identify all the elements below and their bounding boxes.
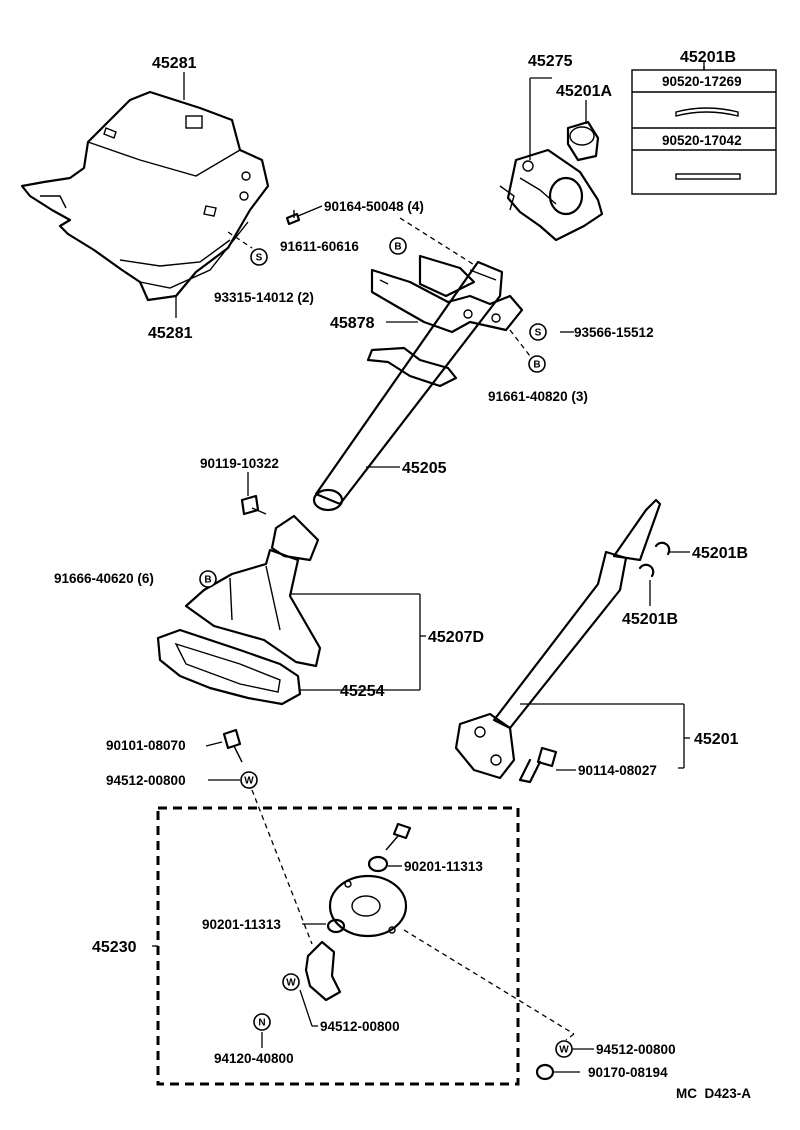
svg-text:S: S	[535, 328, 542, 339]
badge-w-94512-top: W	[240, 771, 258, 789]
clamp-band	[366, 346, 458, 388]
key-cylinder-45201A	[566, 120, 600, 162]
bolt-upper-icon	[385, 822, 412, 851]
label-90164: 90164-50048 (4)	[324, 199, 424, 214]
clip-45201B-upper	[654, 541, 671, 556]
svg-text:S: S	[256, 253, 263, 264]
label-94512-mid: 94512-00800	[320, 1019, 400, 1034]
shim-flat-icon	[675, 173, 741, 180]
label-91661: 91661-40820 (3)	[488, 389, 588, 404]
svg-text:B: B	[394, 242, 401, 253]
label-45230: 45230	[92, 939, 137, 956]
badge-n-94120: N	[253, 1013, 271, 1031]
label-90520-17269: 90520-17269	[662, 74, 742, 89]
label-45201A: 45201A	[556, 83, 612, 100]
column-tube-45205	[312, 260, 504, 512]
footer-code: MC D423-A	[676, 1086, 751, 1101]
svg-text:W: W	[559, 1045, 569, 1056]
label-93566: 93566-15512	[574, 325, 654, 340]
badge-w-94512-mid: W	[282, 973, 300, 991]
svg-text:W: W	[244, 776, 254, 787]
label-90119: 90119-10322	[200, 456, 279, 471]
badge-s-93566: S	[529, 323, 547, 341]
gasket-45254	[156, 628, 302, 706]
yoke-icon	[304, 940, 342, 1002]
bolt-90114-icon	[518, 746, 558, 784]
dashed-lines	[227, 217, 575, 1041]
svg-text:W: W	[286, 978, 296, 989]
label-45207D: 45207D	[428, 629, 484, 646]
label-45201: 45201	[694, 731, 739, 748]
nut-90201-upper-icon	[367, 855, 389, 873]
badge-w-94512-bottom: W	[555, 1040, 573, 1058]
label-45281-bottom: 45281	[148, 325, 193, 342]
label-94120: 94120-40800	[214, 1051, 294, 1066]
label-94512-bottom: 94512-00800	[596, 1042, 676, 1057]
label-45201B-upper: 45201B	[692, 545, 748, 562]
badge-s-93315: S	[250, 248, 268, 266]
label-45201B-box: 45201B	[680, 49, 736, 66]
bracket-45878	[370, 254, 524, 334]
nut-90201-lower-icon	[326, 918, 346, 934]
label-91611: 91611-60616	[280, 239, 359, 254]
label-90201-upper: 90201-11313	[404, 859, 483, 874]
shim-curved-icon	[675, 107, 739, 117]
main-shaft-45201	[454, 498, 662, 780]
label-90114: 90114-08027	[578, 763, 657, 778]
column-cover-45281	[20, 90, 270, 302]
badge-b-91661: B	[528, 355, 546, 373]
label-45205: 45205	[402, 460, 447, 477]
assembly-frame-45230	[156, 806, 520, 1086]
label-45275: 45275	[528, 53, 573, 70]
label-45878: 45878	[330, 315, 375, 332]
coupling-disc-icon	[328, 874, 408, 938]
label-90201-lower: 90201-11313	[202, 917, 281, 932]
svg-text:B: B	[204, 575, 211, 586]
label-90520-17042: 90520-17042	[662, 133, 742, 148]
label-45201B-lower: 45201B	[622, 611, 678, 628]
clip-45201B-lower	[638, 563, 655, 578]
badge-b-91611: B	[389, 237, 407, 255]
label-94512-top: 94512-00800	[106, 773, 186, 788]
column-support-45207D	[184, 514, 322, 668]
label-90170: 90170-08194	[588, 1065, 668, 1080]
nut-90170-icon	[535, 1063, 555, 1081]
badge-b-91666: B	[199, 570, 217, 588]
leader-lines	[152, 62, 705, 1073]
label-90101: 90101-08070	[106, 738, 186, 753]
svg-text:N: N	[258, 1018, 265, 1029]
screw-90164-icon	[285, 210, 301, 226]
label-45254: 45254	[340, 683, 385, 700]
bolt-90101-icon	[222, 728, 243, 763]
label-91666: 91666-40620 (6)	[54, 571, 154, 586]
svg-text:B: B	[533, 360, 540, 371]
bolt-90119-icon	[240, 494, 267, 516]
lock-housing-45275	[499, 148, 604, 242]
label-45281-top: 45281	[152, 55, 197, 72]
label-93315: 93315-14012 (2)	[214, 290, 314, 305]
